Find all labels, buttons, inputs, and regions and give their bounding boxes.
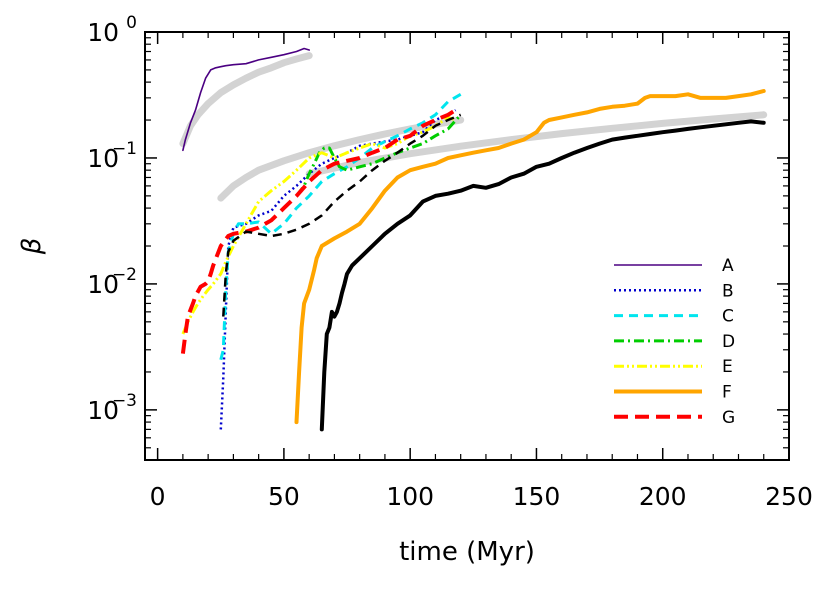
series-b-line <box>219 109 457 430</box>
series-unnamed-7-line <box>222 113 462 317</box>
x-tick-label: 50 <box>268 482 300 511</box>
series-unnamed-11-line <box>305 111 768 178</box>
series-e-line <box>181 115 457 335</box>
legend-label-d: D <box>722 332 735 352</box>
y-tick-label: 10 <box>87 18 119 47</box>
x-axis-title: time (Myr) <box>399 537 535 567</box>
y-tick-exponent: −1 <box>112 139 137 159</box>
y-tick-exponent: −2 <box>112 265 137 285</box>
series-a-line <box>182 47 310 152</box>
x-tick-label: 0 <box>150 482 166 511</box>
series-unnamed-10-line <box>217 116 465 202</box>
series-g-line <box>180 108 457 354</box>
series-unnamed-9-line <box>179 52 313 148</box>
legend-label-c: C <box>722 307 734 327</box>
legend-label-f: F <box>722 383 732 403</box>
ticks-layer <box>145 31 790 461</box>
y-tick-label: 10 <box>87 144 119 173</box>
x-tick-label: 200 <box>639 482 687 511</box>
x-tick-label: 150 <box>513 482 561 511</box>
series-f-line <box>294 89 766 425</box>
legend-label-g: G <box>722 408 735 428</box>
y-axis-title: β <box>17 238 47 256</box>
y-tick-exponent: 0 <box>126 13 137 33</box>
y-tick-exponent: −3 <box>112 391 137 411</box>
y-tick-label: 10 <box>87 270 119 299</box>
legend-label-a: A <box>722 256 734 276</box>
series-layer <box>179 47 768 432</box>
legend-label-b: B <box>722 281 734 301</box>
y-tick-label: 10 <box>87 396 119 425</box>
x-tick-label: 100 <box>386 482 434 511</box>
x-tick-label: 250 <box>765 482 813 511</box>
legend-label-e: E <box>722 357 733 377</box>
series-unnamed-8-line <box>319 119 766 432</box>
